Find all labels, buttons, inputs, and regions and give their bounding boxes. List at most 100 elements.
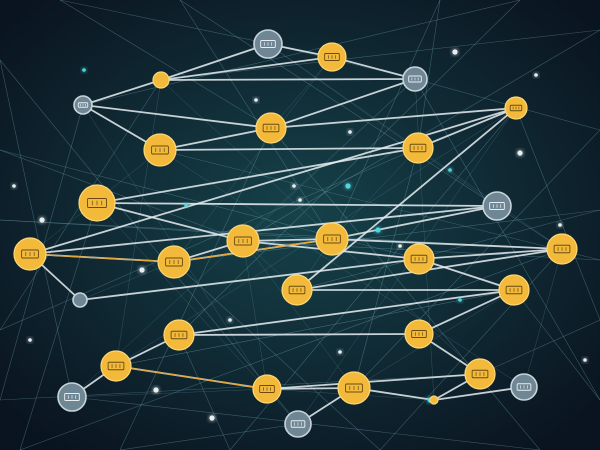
- faint-edge: [379, 248, 563, 450]
- edge-n9-n12: [29, 107, 517, 255]
- particle-dot: [517, 150, 523, 156]
- faint-edge: [0, 149, 244, 242]
- node-n22: [404, 319, 434, 349]
- node-glyph-icon: [288, 285, 306, 295]
- edge-n3-n6: [270, 78, 416, 129]
- faint-edge: [19, 202, 98, 450]
- faint-edge: [160, 29, 600, 81]
- primary-node-circle: [429, 395, 439, 405]
- node-n10: [78, 184, 116, 222]
- faint-edge: [0, 147, 419, 331]
- faint-edge: [523, 248, 563, 388]
- particle-dot: [292, 184, 296, 188]
- node-n23: [100, 350, 132, 382]
- node-glyph-icon: [151, 145, 169, 155]
- node-n2: [317, 42, 347, 72]
- accent-edge-n12-n13: [29, 253, 175, 263]
- edge-n2-n4: [160, 56, 333, 81]
- particle-dot: [375, 227, 381, 233]
- node-glyph-icon: [516, 383, 532, 391]
- particle-dot: [228, 318, 232, 322]
- node-glyph-icon: [471, 369, 489, 379]
- faint-edge: [115, 79, 162, 367]
- faint-edge: [353, 147, 419, 389]
- particle-dot: [345, 183, 351, 189]
- node-n28: [429, 395, 439, 405]
- node-glyph-icon: [234, 236, 252, 246]
- node-n13: [157, 245, 191, 279]
- edge-n6-n9: [270, 107, 517, 129]
- particle-dot: [558, 223, 562, 227]
- faint-edge: [242, 240, 355, 389]
- particle-dot: [583, 358, 587, 362]
- node-n20: [498, 274, 530, 306]
- edge-n8-n10: [96, 147, 419, 204]
- edge-n8-n9: [417, 107, 517, 149]
- node-n18: [281, 274, 313, 306]
- faint-edge: [414, 78, 600, 401]
- edge-n10-n14: [96, 202, 244, 242]
- node-glyph-icon: [77, 102, 89, 108]
- node-glyph-icon: [260, 40, 276, 48]
- node-glyph-icon: [170, 330, 188, 340]
- faint-edge: [513, 289, 600, 401]
- node-glyph-icon: [107, 361, 125, 371]
- edge-n20-n21: [178, 289, 515, 336]
- node-n17: [546, 233, 578, 265]
- node-n7: [143, 133, 177, 167]
- node-glyph-icon: [489, 202, 505, 210]
- node-n27: [337, 371, 371, 405]
- node-glyph-icon: [411, 330, 427, 338]
- edge-n21-n22: [178, 333, 420, 336]
- node-n15: [315, 222, 349, 256]
- node-glyph-icon: [553, 244, 571, 254]
- particle-layer: [12, 49, 587, 421]
- particle-dot: [12, 184, 16, 188]
- node-glyph-icon: [345, 383, 363, 393]
- node-n3: [402, 66, 428, 92]
- edge-n5-n6: [82, 104, 272, 129]
- node-glyph-icon: [259, 385, 275, 393]
- secondary-node-circle: [72, 292, 88, 308]
- edge-n22-n20: [418, 289, 515, 335]
- faint-edge: [79, 261, 175, 301]
- edge-n7-n8: [159, 147, 419, 151]
- particle-dot: [298, 198, 302, 202]
- faint-edge: [119, 127, 272, 450]
- faint-edge: [296, 209, 600, 291]
- edge-n19-n16: [79, 258, 420, 301]
- node-n16: [403, 243, 435, 275]
- edge-n4-n5: [82, 79, 162, 106]
- edge-n11-n12: [29, 205, 498, 255]
- node-glyph-icon: [87, 198, 107, 208]
- particle-dot: [28, 338, 32, 342]
- node-n14: [226, 224, 260, 258]
- faint-edge: [353, 147, 419, 389]
- node-glyph-icon: [323, 234, 341, 244]
- faint-edge: [115, 289, 515, 367]
- faint-edge: [479, 319, 600, 375]
- particle-dot: [338, 350, 342, 354]
- node-glyph-icon: [410, 254, 428, 264]
- faint-edge: [270, 56, 333, 129]
- node-n6: [255, 112, 287, 144]
- node-n26: [252, 374, 282, 404]
- particle-dot: [452, 49, 458, 55]
- particle-dot: [348, 130, 352, 134]
- edge-n18-n9: [296, 107, 517, 291]
- particle-dot: [209, 415, 215, 421]
- node-n8: [402, 132, 434, 164]
- faint-edge: [71, 388, 268, 398]
- faint-edge: [173, 56, 333, 263]
- node-n5: [73, 95, 93, 115]
- node-glyph-icon: [64, 393, 80, 401]
- node-n4: [152, 71, 170, 89]
- faint-edge: [242, 240, 268, 390]
- particle-dot: [82, 68, 86, 72]
- node-n24: [464, 358, 496, 390]
- edge-n16-n17: [418, 248, 563, 260]
- edge-n25-n28: [433, 386, 525, 401]
- faint-edge: [119, 423, 299, 450]
